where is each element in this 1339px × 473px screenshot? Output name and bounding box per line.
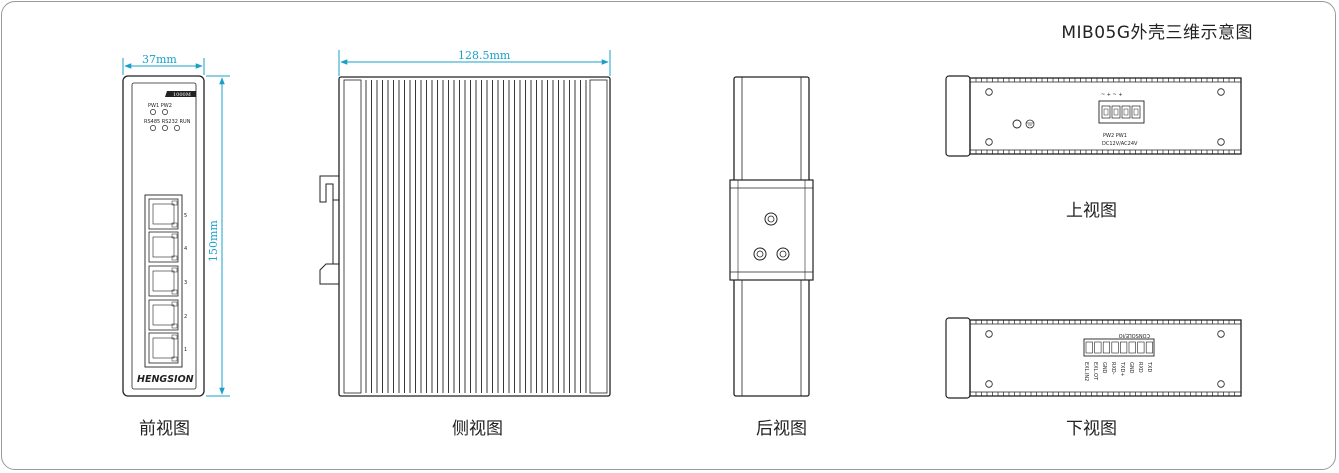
power-terminal-block [1098,100,1145,124]
rj45-port-4 [148,231,179,263]
front-view: 37mm 150mm 1000M PW1 PW2 RS485 RS232 RUN… [122,53,230,397]
bottom-view-housing [969,319,1242,397]
console-pin [1111,341,1119,354]
diagram-title: MIB05G外壳三维示意图 [1061,23,1253,43]
port-block [144,194,183,368]
side-view: 128.5mm [319,49,611,397]
led-pw2 [162,109,168,115]
led-label-status: RS485 RS232 RUN [144,119,191,125]
front-view-caption: 前视图 [139,419,190,439]
port-number-3: 3 [184,280,187,286]
console-pin [1102,341,1110,354]
mount-screw-top [764,212,778,226]
console-pin [1128,341,1136,354]
ground-screw [1012,119,1022,129]
ground-icon [1025,119,1035,129]
front-housing [122,75,205,397]
side-end-cap-left [343,79,362,394]
din-rail-clip-bottom [319,263,339,285]
console-pin [1085,341,1093,354]
back-view-caption: 后视图 [756,419,807,439]
top-view-caption: 上视图 [1066,201,1117,221]
side-width-label: 128.5mm [458,49,511,62]
front-height-label: 150mm [207,220,220,262]
din-rail-clip-top [319,175,339,203]
led-rs232 [162,125,168,131]
port-number-4: 4 [184,246,187,252]
port-number-1: 1 [184,347,187,353]
top-view: ~ + ~ + PW2 PW1 DC12V/AC24V [945,75,1242,157]
rj45-port-1 [148,332,179,364]
bottom-screw-3 [1217,330,1225,338]
power-spec-label: DC12V/AC24V [1102,141,1138,147]
top-view-housing [969,77,1242,155]
port-number-5: 5 [184,213,187,219]
pin-label-4: TXD+ [1119,361,1125,377]
front-panel [131,82,197,390]
pin-label-7: EXL.OT [1092,362,1098,381]
led-label-power: PW1 PW2 [148,103,172,109]
bottom-view-fin-edges [970,320,1241,396]
pin-label-8: EXL.IN2 [1083,362,1089,381]
console-terminal-pins [1085,341,1153,354]
top-screw-3 [1217,88,1225,96]
front-width-label: 37mm [142,53,177,66]
bottom-screw-1 [985,330,993,338]
side-end-cap-right [589,79,608,394]
pin-label-3: GND [1128,362,1134,374]
mount-screw-left [753,247,767,261]
side-view-caption: 侧视图 [452,419,503,439]
console-terminal-block [1083,338,1155,357]
top-screw-1 [985,88,993,96]
pin-label-5: RXD- [1110,362,1116,375]
brand-logo: HENGSION [137,374,194,385]
led-pw1 [150,109,156,115]
terminal-labels: PW2 PW1 [1103,133,1127,139]
console-pin [1145,341,1153,354]
terminal-symbols: ~ + ~ + [1101,92,1123,98]
pin-label-1: TXD [1146,361,1152,372]
rj45-port-3 [148,265,179,297]
bottom-view-front-cap [945,317,971,399]
heatsink-fins [365,80,587,393]
led-rs485 [150,125,156,131]
speed-label: 1000M [173,92,191,98]
led-run [174,125,180,131]
back-view [729,76,814,397]
console-pin [1137,341,1145,354]
port-number-2: 2 [184,314,187,320]
mount-screw-right [776,247,790,261]
console-label: CONSOLE/IO [1119,332,1150,338]
console-pin [1094,341,1102,354]
pin-label-6: GND [1101,362,1107,374]
console-pin [1120,341,1128,354]
din-rail-plate [729,179,814,281]
top-screw-2 [985,138,993,146]
rj45-port-5 [148,198,179,230]
bottom-view-caption: 下视图 [1066,419,1117,439]
side-housing [338,76,611,397]
bottom-screw-2 [985,380,993,388]
top-screw-4 [1217,138,1225,146]
rj45-port-2 [148,299,179,331]
top-view-front-cap [945,75,971,157]
top-view-fin-edges [970,78,1241,154]
bottom-screw-4 [1217,380,1225,388]
bottom-view: CONSOLE/IO TXD RXD GND TXD+ RXD- GND EXL… [945,317,1242,399]
pin-label-2: RXD [1137,362,1143,373]
